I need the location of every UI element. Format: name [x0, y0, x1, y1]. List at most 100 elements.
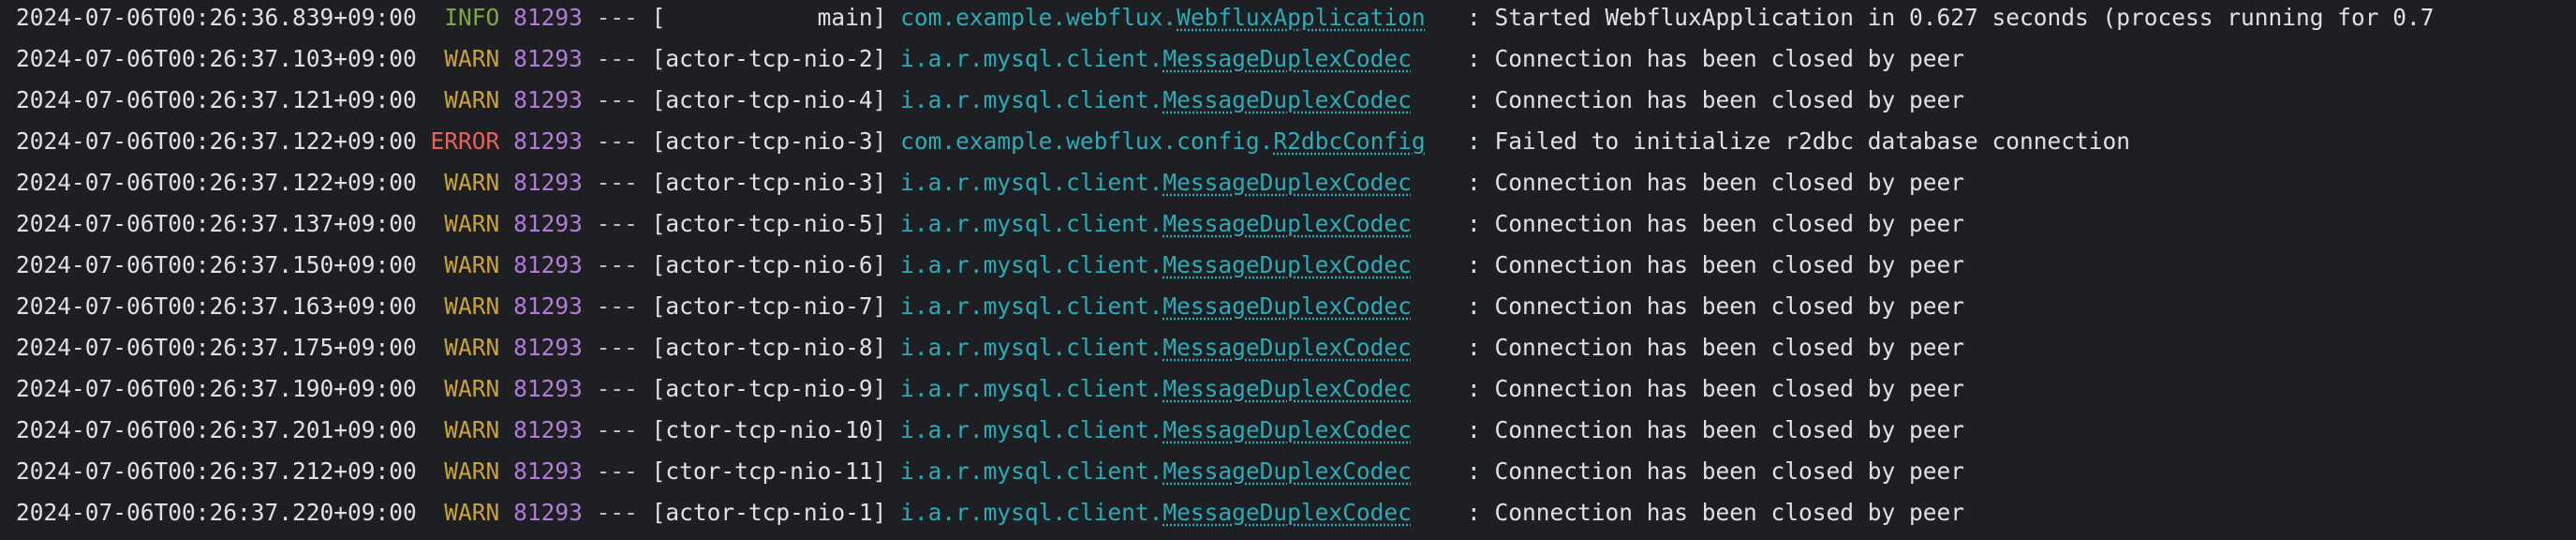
log-level-badge: WARN: [430, 210, 500, 237]
log-logger-package: com.example.webflux.: [900, 4, 1177, 31]
log-pid: 81293: [513, 45, 583, 72]
log-message: : Connection has been closed by peer: [1466, 86, 1964, 113]
log-padding: [1412, 499, 1467, 526]
log-timestamp: 2024-07-06T00:26:37.150+09:00: [16, 251, 417, 278]
log-padding: [1412, 375, 1467, 402]
log-thread: [ctor-tcp-nio-10]: [651, 416, 887, 443]
log-separator: ---: [596, 4, 638, 31]
log-message: : Started WebfluxApplication in 0.627 se…: [1466, 4, 2435, 31]
log-logger-package: i.a.r.mysql.client.: [900, 86, 1163, 113]
log-thread: [actor-tcp-nio-3]: [651, 169, 887, 196]
log-logger-class-link[interactable]: MessageDuplexCodec: [1162, 169, 1412, 196]
log-logger-class-link[interactable]: MessageDuplexCodec: [1162, 251, 1412, 278]
log-logger-package: i.a.r.mysql.client.: [900, 375, 1163, 402]
log-pid: 81293: [513, 334, 583, 361]
log-line: 2024-07-06T00:26:37.121+09:00 WARN 81293…: [0, 84, 2576, 126]
log-timestamp: 2024-07-06T00:26:37.163+09:00: [16, 292, 417, 320]
log-line: 2024-07-06T00:26:37.137+09:00 WARN 81293…: [0, 208, 2576, 249]
log-logger-package: i.a.r.mysql.client.: [900, 458, 1163, 485]
log-thread: [actor-tcp-nio-2]: [651, 45, 887, 72]
log-message: : Connection has been closed by peer: [1466, 292, 1964, 320]
log-padding: [1412, 210, 1467, 237]
log-level-badge: WARN: [430, 86, 500, 113]
log-message: : Connection has been closed by peer: [1466, 169, 1964, 196]
log-level-badge: WARN: [430, 458, 500, 485]
log-line: 2024-07-06T00:26:37.163+09:00 WARN 81293…: [0, 291, 2576, 332]
log-padding: [1412, 86, 1467, 113]
log-thread: [actor-tcp-nio-9]: [651, 375, 887, 402]
log-level-badge: WARN: [430, 416, 500, 443]
log-separator: ---: [596, 334, 638, 361]
log-logger-package: i.a.r.mysql.client.: [900, 210, 1163, 237]
log-line: 2024-07-06T00:26:37.190+09:00 WARN 81293…: [0, 373, 2576, 414]
log-level-badge: WARN: [430, 375, 500, 402]
log-timestamp: 2024-07-06T00:26:37.190+09:00: [16, 375, 417, 402]
log-thread: [actor-tcp-nio-8]: [651, 334, 887, 361]
log-message: : Failed to initialize r2dbc database co…: [1466, 128, 2130, 155]
log-padding: [1412, 251, 1467, 278]
log-message: : Connection has been closed by peer: [1466, 334, 1964, 361]
log-logger-class-link[interactable]: MessageDuplexCodec: [1162, 499, 1412, 526]
log-logger-class-link[interactable]: WebfluxApplication: [1177, 4, 1426, 31]
log-logger-class-link[interactable]: MessageDuplexCodec: [1162, 334, 1412, 361]
log-separator: ---: [596, 210, 638, 237]
log-pid: 81293: [513, 416, 583, 443]
log-level-badge: WARN: [430, 334, 500, 361]
log-pid: 81293: [513, 128, 583, 155]
log-logger-class-link[interactable]: MessageDuplexCodec: [1162, 292, 1412, 320]
log-thread: [ctor-tcp-nio-11]: [651, 458, 887, 485]
log-thread: [actor-tcp-nio-3]: [651, 128, 887, 155]
log-message: : Connection has been closed by peer: [1466, 499, 1964, 526]
log-thread: [actor-tcp-nio-6]: [651, 251, 887, 278]
log-message: : Connection has been closed by peer: [1466, 251, 1964, 278]
log-thread: [ main]: [651, 4, 887, 31]
log-pid: 81293: [513, 169, 583, 196]
log-logger-package: i.a.r.mysql.client.: [900, 45, 1163, 72]
log-level-badge: WARN: [430, 45, 500, 72]
log-timestamp: 2024-07-06T00:26:37.175+09:00: [16, 334, 417, 361]
log-separator: ---: [596, 458, 638, 485]
log-thread: [actor-tcp-nio-5]: [651, 210, 887, 237]
log-line: 2024-07-06T00:26:37.220+09:00 WARN 81293…: [0, 497, 2576, 538]
log-logger-package: i.a.r.mysql.client.: [900, 169, 1163, 196]
log-timestamp: 2024-07-06T00:26:37.220+09:00: [16, 499, 417, 526]
log-pid: 81293: [513, 86, 583, 113]
log-logger-class-link[interactable]: MessageDuplexCodec: [1162, 375, 1412, 402]
log-line: 2024-07-06T00:26:37.150+09:00 WARN 81293…: [0, 249, 2576, 291]
log-message: : Connection has been closed by peer: [1466, 210, 1964, 237]
log-separator: ---: [596, 128, 638, 155]
log-pid: 81293: [513, 292, 583, 320]
log-padding: [1412, 169, 1467, 196]
log-padding: [1412, 334, 1467, 361]
log-thread: [actor-tcp-nio-4]: [651, 86, 887, 113]
log-separator: ---: [596, 375, 638, 402]
log-thread: [actor-tcp-nio-1]: [651, 499, 887, 526]
log-pid: 81293: [513, 210, 583, 237]
log-line: 2024-07-06T00:26:37.103+09:00 WARN 81293…: [0, 43, 2576, 84]
log-logger-class-link[interactable]: MessageDuplexCodec: [1162, 416, 1412, 443]
log-pid: 81293: [513, 499, 583, 526]
log-message: : Connection has been closed by peer: [1466, 458, 1964, 485]
log-logger-class-link[interactable]: MessageDuplexCodec: [1162, 45, 1412, 72]
log-thread: [actor-tcp-nio-7]: [651, 292, 887, 320]
log-level-badge: WARN: [430, 251, 500, 278]
log-timestamp: 2024-07-06T00:26:37.137+09:00: [16, 210, 417, 237]
log-logger-package: i.a.r.mysql.client.: [900, 292, 1163, 320]
log-timestamp: 2024-07-06T00:26:36.839+09:00: [16, 4, 417, 31]
log-padding: [1412, 416, 1467, 443]
log-level-badge: ERROR: [430, 128, 500, 155]
log-logger-class-link[interactable]: MessageDuplexCodec: [1162, 86, 1412, 113]
log-separator: ---: [596, 45, 638, 72]
log-pid: 81293: [513, 251, 583, 278]
log-logger-class-link[interactable]: R2dbcConfig: [1273, 128, 1426, 155]
log-timestamp: 2024-07-06T00:26:37.212+09:00: [16, 458, 417, 485]
log-pid: 81293: [513, 375, 583, 402]
log-logger-class-link[interactable]: MessageDuplexCodec: [1162, 458, 1412, 485]
log-timestamp: 2024-07-06T00:26:37.122+09:00: [16, 128, 417, 155]
log-separator: ---: [596, 292, 638, 320]
log-logger-package: i.a.r.mysql.client.: [900, 416, 1163, 443]
log-level-badge: WARN: [430, 292, 500, 320]
log-line: 2024-07-06T00:26:37.122+09:00 WARN 81293…: [0, 167, 2576, 208]
log-logger-class-link[interactable]: MessageDuplexCodec: [1162, 210, 1412, 237]
log-logger-package: com.example.webflux.config.: [900, 128, 1274, 155]
